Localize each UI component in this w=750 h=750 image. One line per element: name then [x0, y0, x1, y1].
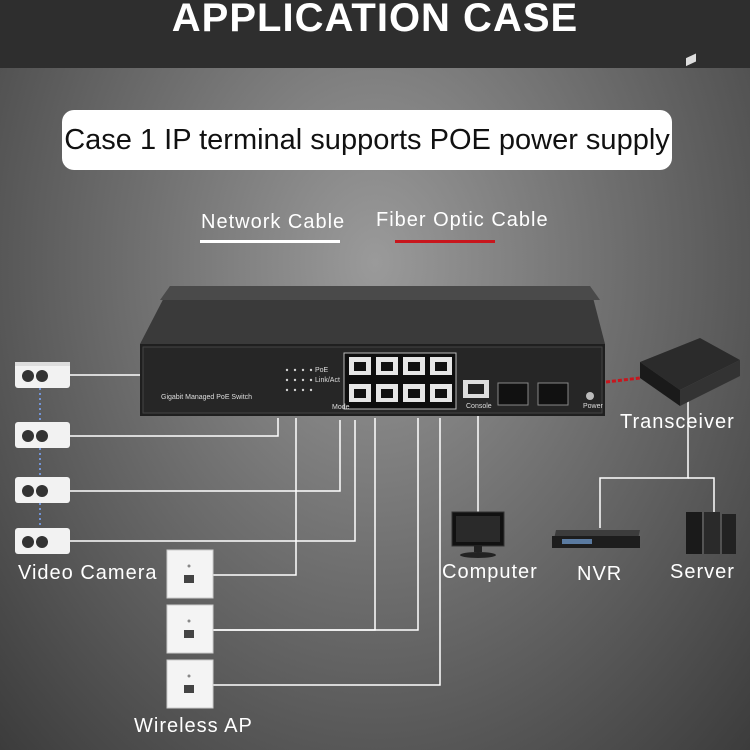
sfp-slot-2 — [537, 382, 569, 406]
switch-model-label: Gigabit Managed PoE Switch — [161, 394, 253, 401]
cable-ap-2 — [212, 418, 376, 631]
cable-camera-3 — [68, 420, 341, 492]
switch-mode-label: Mode — [332, 404, 350, 411]
computer-label: Computer — [442, 561, 538, 583]
legend-network-cable-line — [200, 240, 340, 243]
wireless-ap-label: Wireless AP — [134, 715, 253, 737]
cable-server — [688, 477, 715, 512]
camera-3 — [15, 477, 70, 503]
nvr-icon — [552, 530, 640, 548]
switch-link-label: Link/Act — [315, 377, 340, 384]
case-subtitle: Case 1 IP terminal supports POE power su… — [62, 110, 672, 170]
fiber-cable-line — [605, 376, 641, 384]
cable-camera-4 — [68, 420, 356, 542]
camera-icons — [15, 362, 70, 554]
server-label: Server — [670, 561, 735, 583]
header-bar: APPLICATION CASE — [0, 0, 750, 68]
switch-power-label: Power — [583, 403, 603, 410]
power-led — [586, 392, 594, 400]
cable-transceiver-split — [599, 392, 689, 528]
nvr-label: NVR — [577, 563, 623, 585]
network-cable-lines — [68, 374, 715, 686]
wireless-ap-1 — [166, 549, 214, 599]
wireless-ap-3 — [166, 659, 214, 709]
legend-network-cable-label: Network Cable — [201, 211, 346, 233]
page-title: APPLICATION CASE — [171, 0, 579, 40]
video-camera-label: Video Camera — [18, 562, 158, 584]
transceiver-icon — [640, 53, 740, 406]
computer-icon — [451, 511, 505, 558]
camera-2 — [15, 422, 70, 448]
legend-fiber-cable-line — [395, 240, 495, 243]
switch-console-label: Console — [466, 403, 492, 410]
sfp-slot-1 — [497, 382, 529, 406]
cable-ap-4 — [212, 418, 419, 631]
server-icon — [686, 512, 736, 554]
cable-ap-1 — [212, 418, 297, 576]
poe-switch — [140, 286, 605, 416]
switch-poe-label: PoE — [315, 367, 329, 374]
camera-4 — [15, 528, 70, 554]
cable-camera-2 — [68, 418, 279, 437]
transceiver-label: Transceiver — [620, 411, 735, 433]
wireless-ap-2 — [166, 604, 214, 654]
legend-fiber-cable-label: Fiber Optic Cable — [376, 209, 549, 231]
wireless-ap-icons — [166, 549, 214, 709]
camera-1 — [15, 362, 70, 388]
cable-ap-3 — [212, 418, 441, 686]
